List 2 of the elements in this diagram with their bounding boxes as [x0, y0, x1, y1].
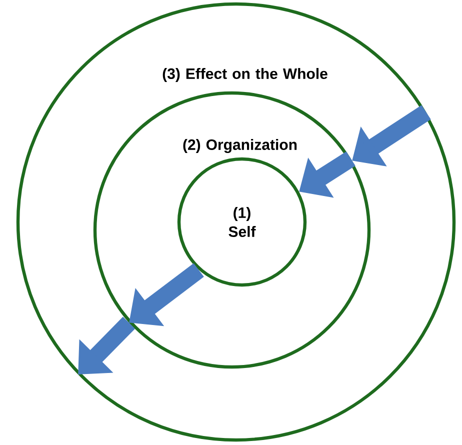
- ring: (1) Self: [177, 157, 307, 287]
- block-arrow: [78, 316, 136, 374]
